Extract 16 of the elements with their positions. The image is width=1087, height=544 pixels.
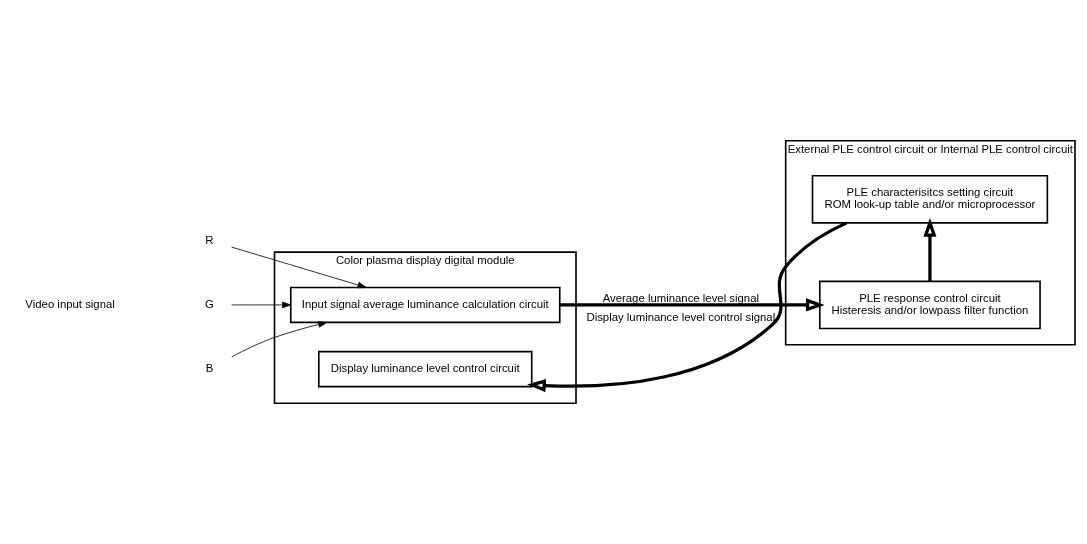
node-text: G xyxy=(205,297,214,310)
label: Video input signal xyxy=(25,297,115,310)
edge-label: Average luminance level signal xyxy=(602,291,760,304)
edge-label: Display luminance level control signal xyxy=(586,311,776,324)
arrow xyxy=(923,218,937,282)
arrow xyxy=(231,321,328,358)
node-text: R xyxy=(205,233,214,246)
node-box: Input signal average luminance calculation circuit xyxy=(289,286,561,324)
arrow xyxy=(231,246,367,289)
node-box: Display luminance level control circuit xyxy=(317,350,533,388)
node-box: PLE characterisitcs setting circuit ROM look-up table and/or microprocessor xyxy=(811,174,1049,224)
arrow xyxy=(527,221,848,393)
node-text: B xyxy=(205,362,214,375)
node-box: PLE response control circuit Histeresis and/or lowpass filter function xyxy=(819,280,1041,330)
arrow xyxy=(559,298,825,312)
arrow xyxy=(231,301,292,309)
